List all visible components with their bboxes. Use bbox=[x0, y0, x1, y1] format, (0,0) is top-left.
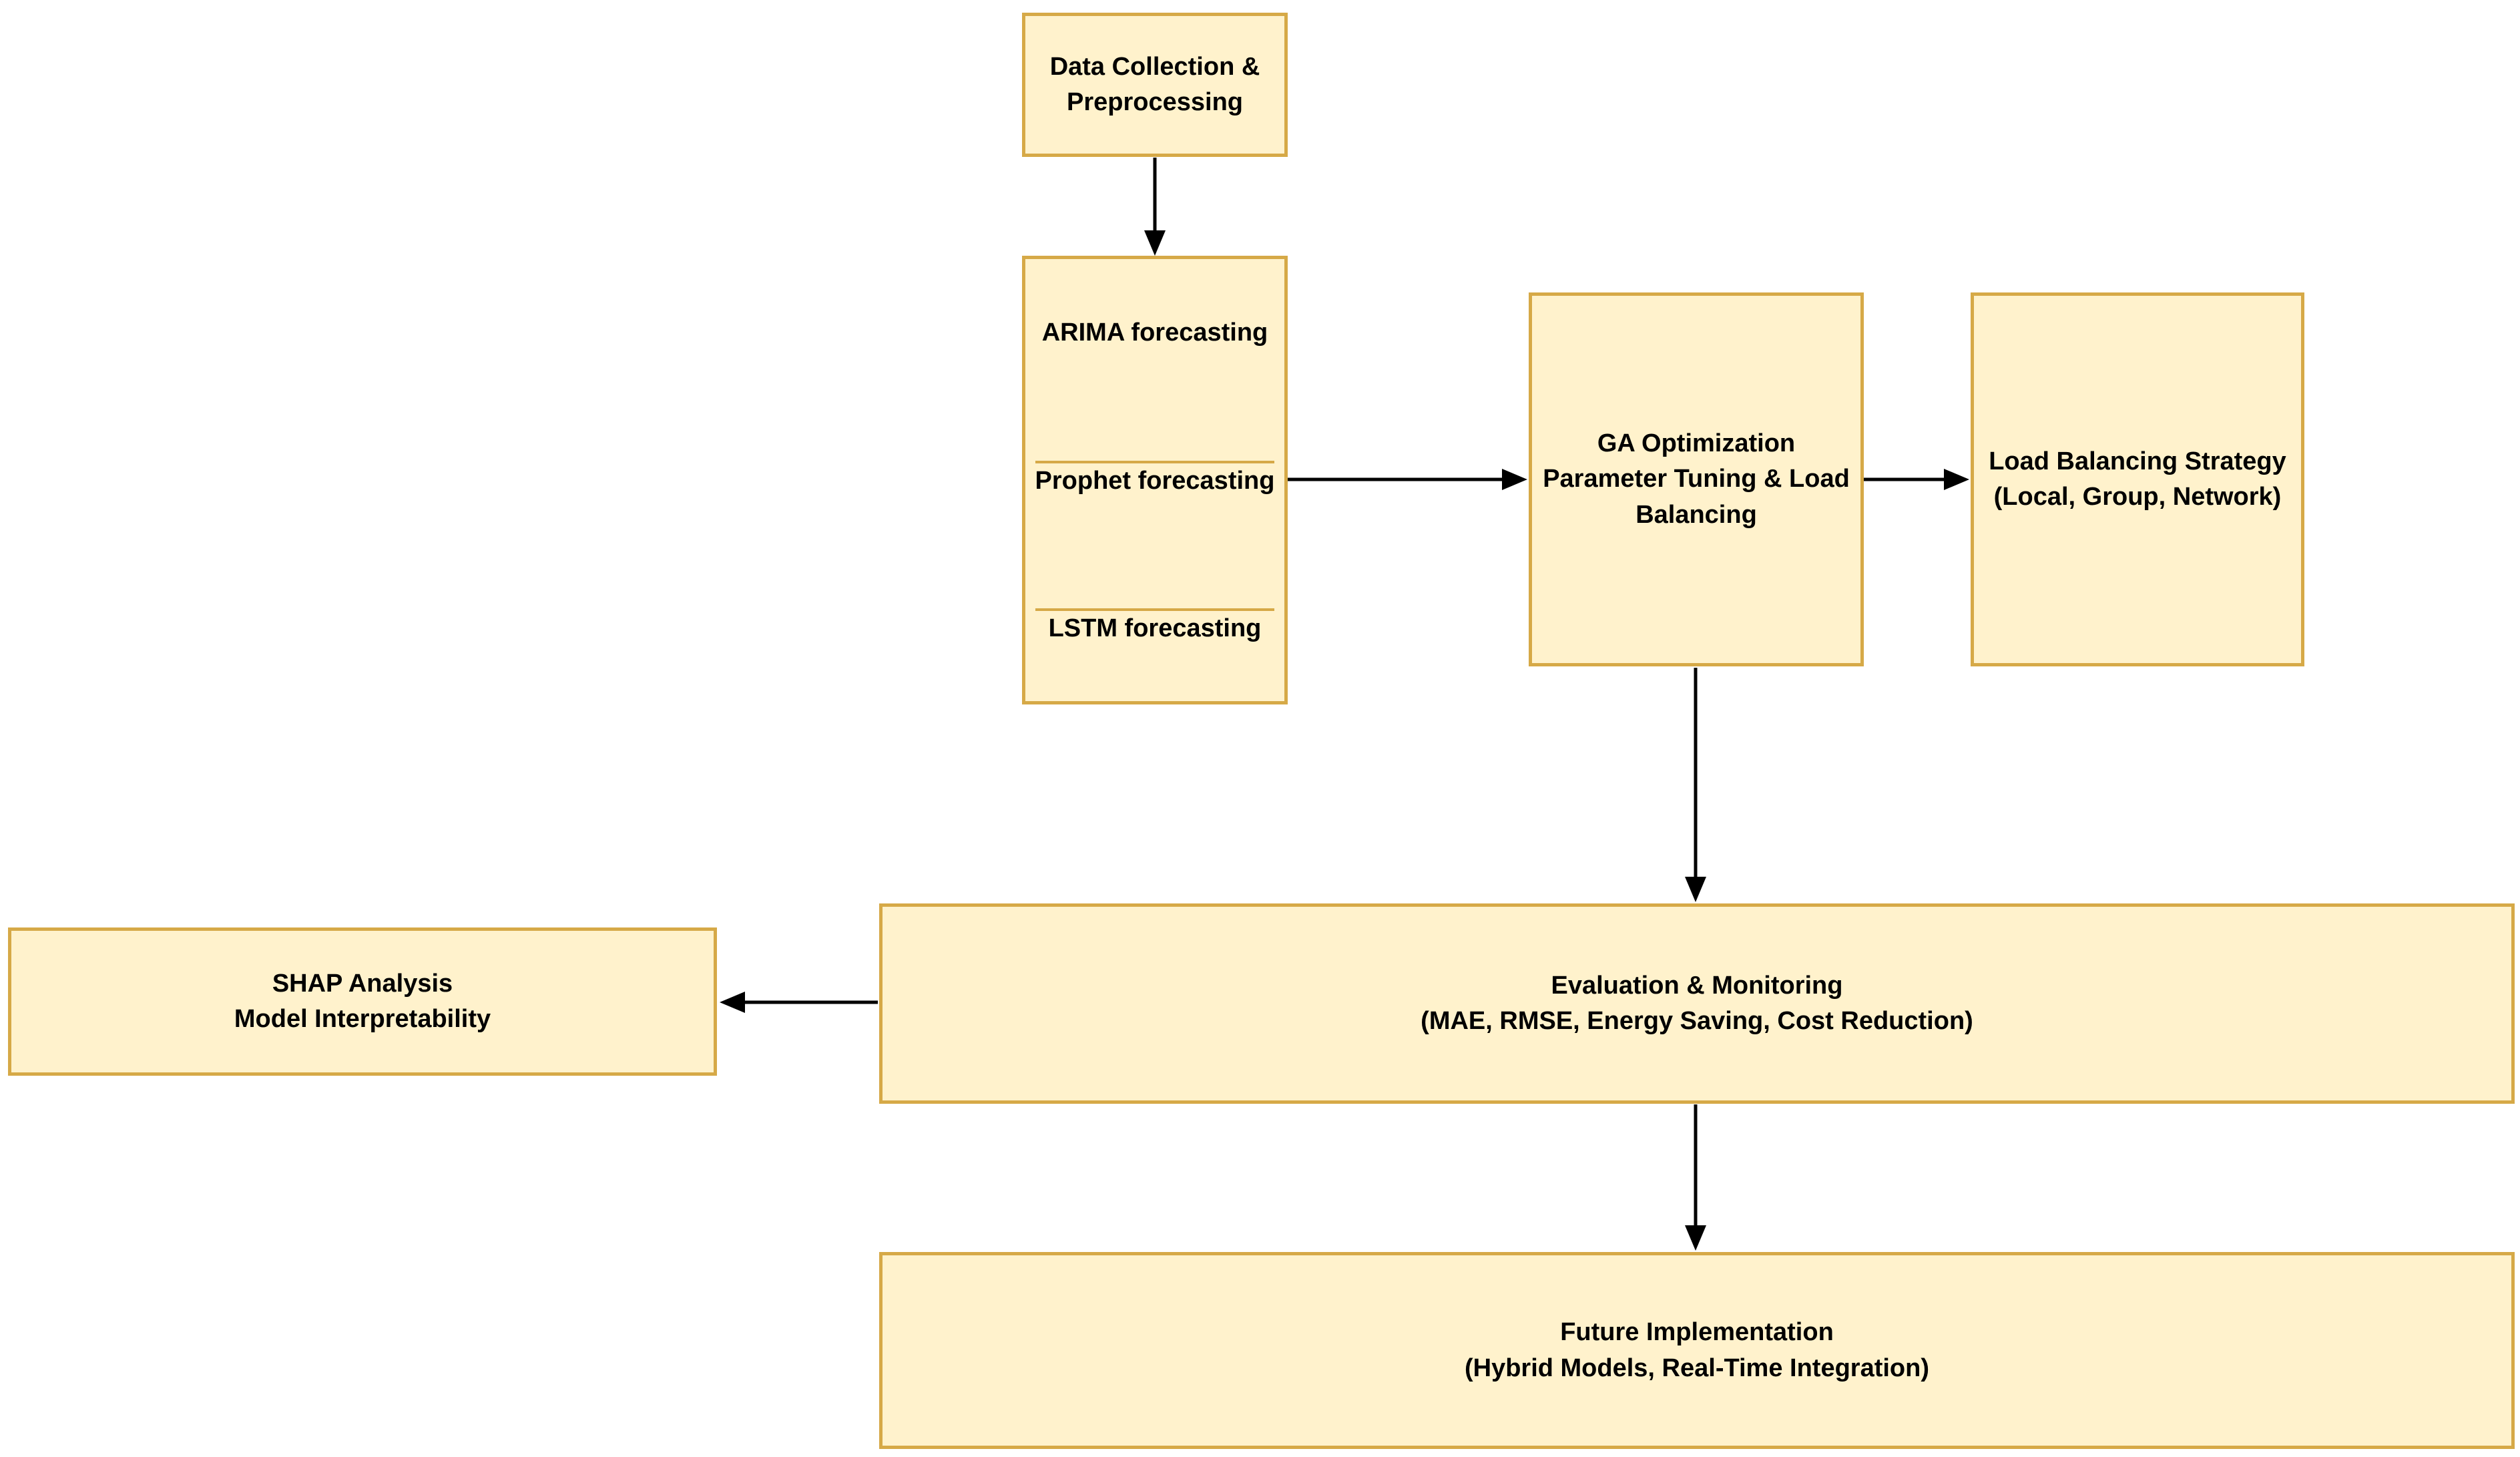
node-label-line: Parameter Tuning & Load bbox=[1543, 465, 1850, 493]
node-label-line: Evaluation & Monitoring bbox=[1551, 971, 1843, 1000]
node-forecasting-stack: ARIMA forecasting Prophet forecasting LS… bbox=[1022, 256, 1288, 704]
node-lstm-forecasting: LSTM forecasting bbox=[1035, 608, 1275, 646]
node-label-line: Prophet forecasting bbox=[1035, 467, 1275, 495]
node-label-line: (Local, Group, Network) bbox=[1993, 483, 2282, 511]
node-label-line: Model Interpretability bbox=[234, 1005, 491, 1033]
arrow-data-collection-to-arima bbox=[1144, 158, 1166, 256]
node-label-line: Balancing bbox=[1635, 500, 1757, 529]
node-label-line: GA Optimization bbox=[1597, 429, 1796, 458]
node-load-balancing-strategy: Load Balancing Strategy (Local, Group, N… bbox=[1971, 292, 2304, 666]
node-label-line: SHAP Analysis bbox=[272, 969, 453, 998]
node-prophet-forecasting: Prophet forecasting bbox=[1035, 461, 1275, 499]
node-label-line: ARIMA forecasting bbox=[1041, 318, 1268, 347]
node-label-line: Preprocessing bbox=[1067, 88, 1243, 116]
node-data-collection: Data Collection & Preprocessing bbox=[1022, 13, 1288, 157]
node-arima-forecasting: ARIMA forecasting bbox=[1035, 315, 1275, 351]
node-label-line: (Hybrid Models, Real-Time Integration) bbox=[1464, 1354, 1930, 1382]
node-label-line: (MAE, RMSE, Energy Saving, Cost Reductio… bbox=[1421, 1007, 1973, 1035]
arrow-evaluation-to-future bbox=[1685, 1104, 1706, 1251]
arrow-evaluation-to-shap bbox=[720, 992, 878, 1013]
node-label-line: Data Collection & bbox=[1049, 52, 1260, 81]
node-ga-optimization: GA Optimization Parameter Tuning & Load … bbox=[1529, 292, 1864, 666]
node-label-line: LSTM forecasting bbox=[1048, 614, 1262, 643]
arrow-prophet-to-ga-optimization bbox=[1288, 469, 1527, 490]
node-label-line: Future Implementation bbox=[1560, 1318, 1834, 1347]
arrow-ga-optimization-to-evaluation bbox=[1685, 668, 1706, 902]
node-label-line: Load Balancing Strategy bbox=[1989, 447, 2286, 475]
node-shap-analysis: SHAP Analysis Model Interpretability bbox=[8, 927, 717, 1076]
arrow-ga-optimization-to-load-balancing bbox=[1864, 469, 1969, 490]
node-evaluation-monitoring: Evaluation & Monitoring (MAE, RMSE, Ener… bbox=[879, 903, 2515, 1104]
node-future-implementation: Future Implementation (Hybrid Models, Re… bbox=[879, 1252, 2515, 1449]
